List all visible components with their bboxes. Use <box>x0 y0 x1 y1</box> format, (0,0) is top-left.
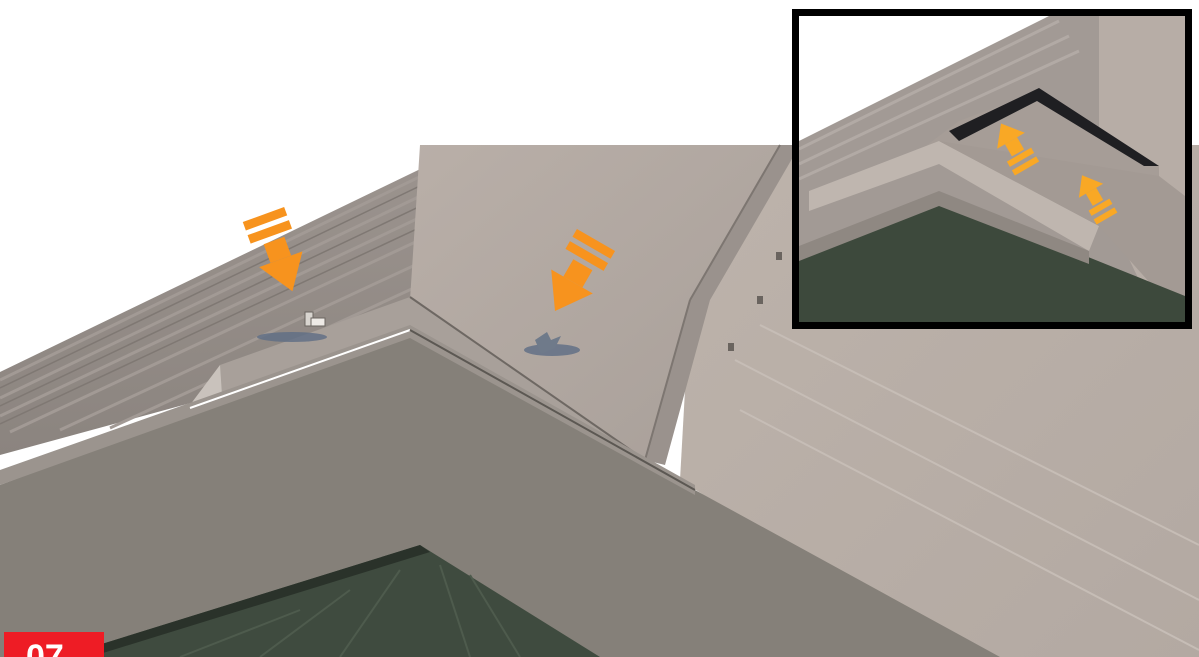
step-number: 07 <box>26 638 64 657</box>
detail-inset <box>792 9 1192 329</box>
step-number-badge: 07 <box>4 632 104 657</box>
